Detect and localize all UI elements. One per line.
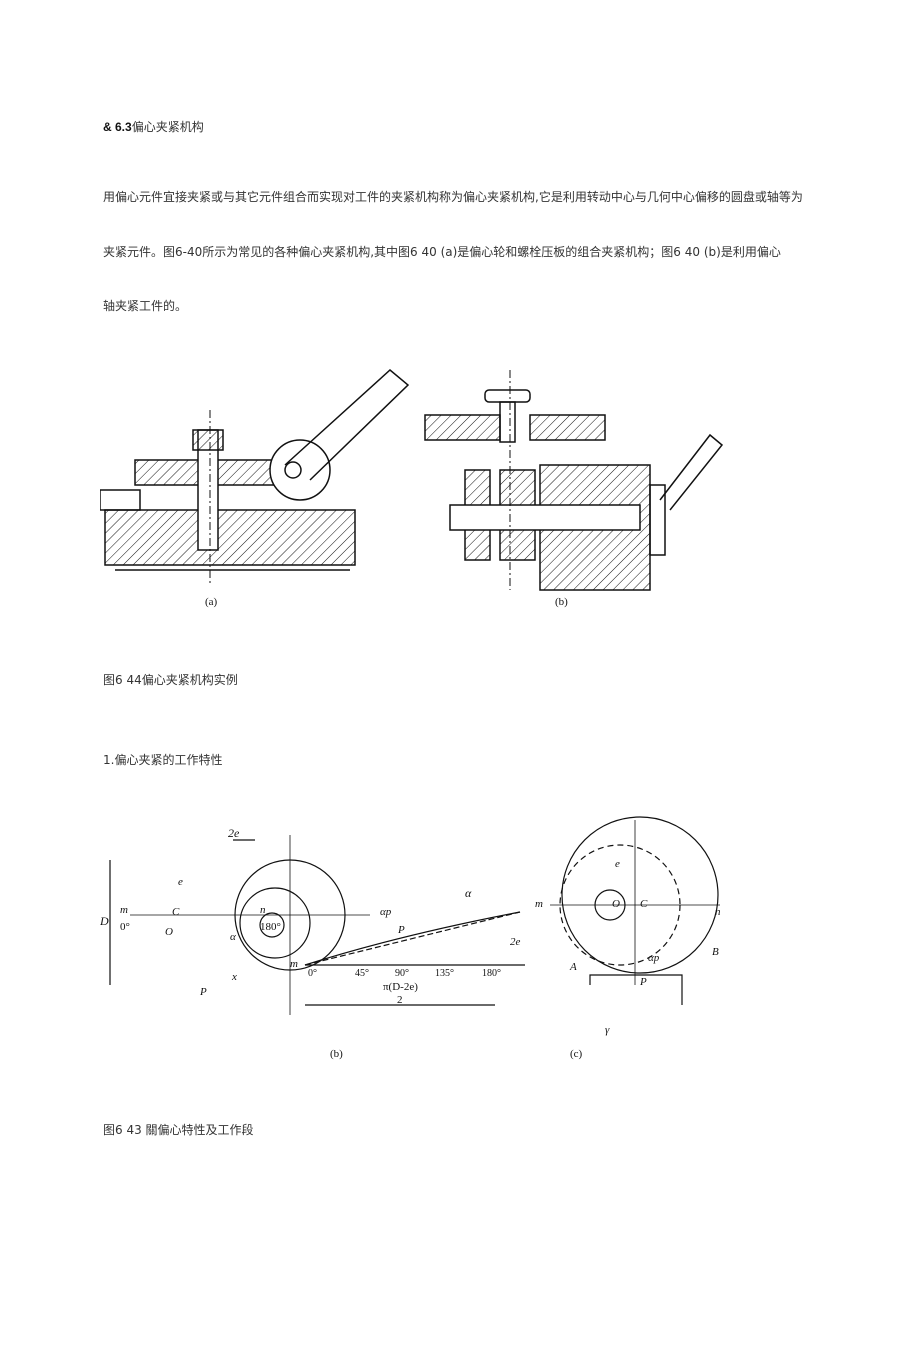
figure-eccentric-clamping-examples: (a) (b) xyxy=(100,369,724,608)
svg-text:C: C xyxy=(640,898,648,910)
svg-text:2e: 2e xyxy=(228,826,240,840)
svg-text:n: n xyxy=(715,906,721,918)
svg-text:αp: αp xyxy=(380,906,392,918)
svg-text:135°: 135° xyxy=(435,968,454,979)
svg-text:D: D xyxy=(100,914,109,928)
svg-text:x: x xyxy=(231,971,237,983)
figure-b-drawing: (b) xyxy=(424,370,724,608)
figure-eccentric-characteristics: 2e D m 0° n 180° O C e α P x m 0° 45° 90… xyxy=(100,816,721,1060)
svg-text:e: e xyxy=(178,876,183,888)
svg-text:90°: 90° xyxy=(395,968,409,979)
subsection-heading: 1.偏心夹紧的工作特性 xyxy=(103,753,223,767)
svg-text:m: m xyxy=(535,898,543,910)
svg-text:O: O xyxy=(612,898,620,910)
paragraph-line: 轴夹紧工件的。 xyxy=(103,299,188,313)
svg-text:2: 2 xyxy=(397,994,403,1006)
svg-text:α: α xyxy=(230,931,236,943)
svg-text:0°: 0° xyxy=(120,921,130,933)
paragraph-line: 夹紧元件。图6-40所示为常见的各种偏心夹紧机构,其中图6 40 (a)是偏心轮… xyxy=(103,245,781,259)
svg-text:C: C xyxy=(172,906,180,918)
svg-text:180°: 180° xyxy=(482,968,501,979)
svg-text:0°: 0° xyxy=(308,968,317,979)
svg-text:αp: αp xyxy=(648,952,660,964)
svg-text:(b): (b) xyxy=(330,1048,343,1060)
svg-text:O: O xyxy=(165,926,173,938)
svg-text:45°: 45° xyxy=(355,968,369,979)
svg-text:e: e xyxy=(615,858,620,870)
figure-b-label: (b) xyxy=(555,596,568,608)
figure-2b-drawing: m 0° 45° 90° 135° 180° α αp P 2e π(D-2e)… xyxy=(290,886,525,1060)
section-heading: & 6.3偏心夹紧机构 xyxy=(103,120,204,134)
svg-text:m: m xyxy=(290,958,298,970)
figure-2a-drawing: 2e D m 0° n 180° O C e α P x xyxy=(100,826,370,1015)
figure-a-label: (a) xyxy=(205,596,218,608)
svg-text:γ: γ xyxy=(605,1024,610,1036)
svg-text:B: B xyxy=(712,946,719,958)
figure-caption: 图6 44偏心夹紧机构实例 xyxy=(103,673,238,687)
svg-text:A: A xyxy=(569,961,577,973)
svg-text:P: P xyxy=(639,976,647,988)
svg-text:π(D-2e): π(D-2e) xyxy=(383,981,418,993)
svg-text:α: α xyxy=(465,886,472,900)
svg-text:P: P xyxy=(199,986,207,998)
figure-a-drawing: (a) xyxy=(100,369,410,608)
svg-text:180°: 180° xyxy=(260,921,281,933)
svg-text:(c): (c) xyxy=(570,1048,583,1060)
svg-text:n: n xyxy=(260,904,266,916)
svg-text:P: P xyxy=(397,924,405,936)
paragraph-line: 用偏心元件宜接夹紧或与其它元件组合而实现对工件的夹紧机构称为偏心夹紧机构,它是利… xyxy=(103,190,803,204)
figure-2c-drawing: m n e O C A B P αp γ (c) xyxy=(535,816,721,1060)
figure-caption: 图6 43 關偏心特性及工作段 xyxy=(103,1123,254,1137)
svg-text:2e: 2e xyxy=(510,936,521,948)
svg-text:m: m xyxy=(120,904,128,916)
